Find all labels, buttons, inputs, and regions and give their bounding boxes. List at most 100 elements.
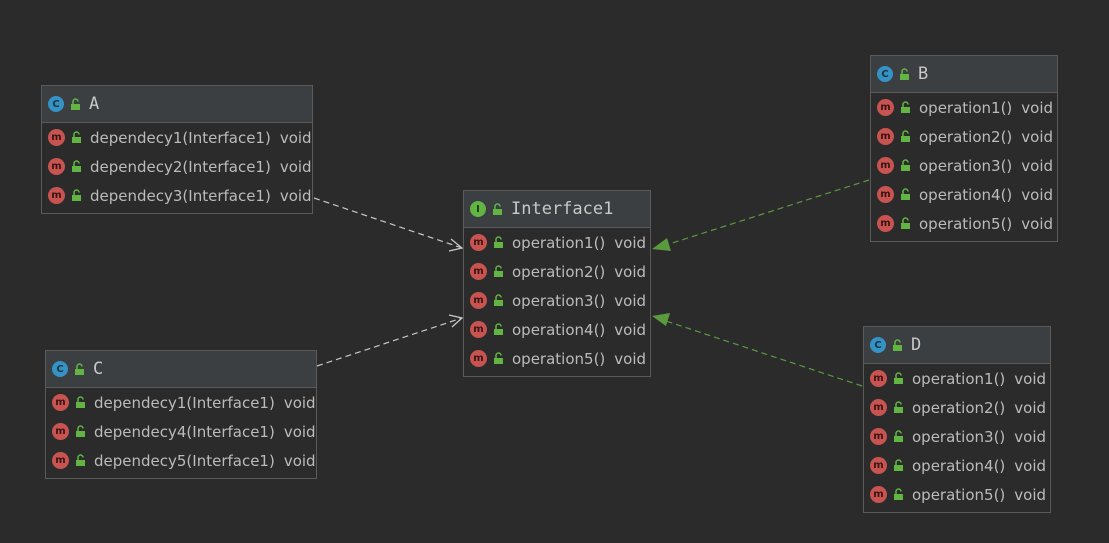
member-row[interactable]: m operation2() void [871,122,1057,151]
member-row[interactable]: m operation1() void [871,93,1057,122]
method-icon: m [470,234,487,251]
method-signature: operation5() [912,485,1006,504]
public-lock-icon [901,101,910,113]
method-icon: m [470,263,487,280]
member-row[interactable]: m operation3() void [464,286,650,315]
method-return-type: void [614,233,647,252]
class-d[interactable]: C D m operation1() void m operation2() v… [863,326,1051,513]
method-icon: m [877,215,894,232]
method-return-type: void [283,451,316,470]
method-return-type: void [1014,398,1047,417]
interface1-header[interactable]: I Interface1 [464,191,650,228]
member-row[interactable]: m operation4() void [464,315,650,344]
class-a[interactable]: C A m dependecy1(Interface1) void m depe… [41,85,313,214]
method-icon: m [870,486,887,503]
method-icon: m [48,158,65,175]
method-return-type: void [1021,98,1054,117]
method-return-type: void [1014,369,1047,388]
method-icon: m [470,292,487,309]
method-icon: m [470,321,487,338]
member-row[interactable]: m dependecy1(Interface1) void [42,123,312,152]
public-lock-icon [494,323,503,335]
member-row[interactable]: m operation3() void [871,151,1057,180]
method-return-type: void [1014,485,1047,504]
member-row[interactable]: m operation5() void [864,480,1050,509]
method-signature: dependecy1(Interface1) [90,128,271,147]
method-signature: operation1() [919,98,1013,117]
class-name: A [89,94,100,114]
public-lock-icon [76,396,85,408]
method-return-type: void [1021,127,1054,146]
method-icon: m [48,129,65,146]
public-lock-icon [493,202,502,215]
method-signature: operation4() [912,456,1006,475]
member-row[interactable]: m dependecy3(Interface1) void [42,181,312,210]
method-return-type: void [614,349,647,368]
method-signature: dependecy1(Interface1) [94,393,275,412]
public-lock-icon [901,159,910,171]
public-lock-icon [71,97,80,110]
class-icon: C [48,96,64,112]
member-row[interactable]: m operation4() void [864,451,1050,480]
method-signature: operation3() [919,156,1013,175]
method-icon: m [870,457,887,474]
public-lock-icon [494,352,503,364]
method-signature: dependecy5(Interface1) [94,451,275,470]
class-icon: C [877,66,893,82]
member-row[interactable]: m operation4() void [871,180,1057,209]
method-icon: m [52,452,69,469]
member-row[interactable]: m operation2() void [864,393,1050,422]
method-return-type: void [1021,156,1054,175]
method-signature: operation2() [919,127,1013,146]
class-a-header[interactable]: C A [42,86,312,123]
method-icon: m [877,99,894,116]
method-signature: operation1() [912,369,1006,388]
method-icon: m [52,394,69,411]
method-icon: m [470,350,487,367]
method-signature: operation2() [912,398,1006,417]
member-row[interactable]: m dependecy5(Interface1) void [46,446,316,475]
method-return-type: void [279,128,312,147]
public-lock-icon [72,189,81,201]
class-name: B [918,64,929,84]
method-signature: operation3() [512,291,606,310]
method-return-type: void [614,262,647,281]
class-c-header[interactable]: C C [46,351,316,388]
public-lock-icon [894,488,903,500]
method-return-type: void [283,393,316,412]
public-lock-icon [494,294,503,306]
member-row[interactable]: m operation1() void [464,228,650,257]
interface-interface1[interactable]: I Interface1 m operation1() void m opera… [463,190,651,377]
public-lock-icon [72,160,81,172]
method-return-type: void [614,320,647,339]
method-signature: operation3() [912,427,1006,446]
class-name: D [911,335,922,355]
method-return-type: void [283,422,316,441]
edge-b-to-interface1 [652,179,870,251]
public-lock-icon [494,236,503,248]
class-d-header[interactable]: C D [864,327,1050,364]
class-b[interactable]: C B m operation1() void m operation2() v… [870,55,1058,242]
edge-a-to-interface1 [313,197,464,252]
member-row[interactable]: m operation3() void [864,422,1050,451]
member-row[interactable]: m dependecy2(Interface1) void [42,152,312,181]
member-row[interactable]: m operation5() void [871,209,1057,238]
method-signature: operation5() [919,214,1013,233]
member-row[interactable]: m dependecy4(Interface1) void [46,417,316,446]
interface-name: Interface1 [511,199,614,219]
method-icon: m [877,157,894,174]
method-return-type: void [1021,185,1054,204]
public-lock-icon [894,430,903,442]
class-b-header[interactable]: C B [871,56,1057,93]
member-row[interactable]: m operation2() void [464,257,650,286]
member-row[interactable]: m operation5() void [464,344,650,373]
public-lock-icon [894,372,903,384]
method-icon: m [48,187,65,204]
member-row[interactable]: m operation1() void [864,364,1050,393]
public-lock-icon [75,362,84,375]
method-signature: operation2() [512,262,606,281]
public-lock-icon [494,265,503,277]
class-c[interactable]: C C m dependecy1(Interface1) void m depe… [45,350,317,479]
method-signature: operation4() [919,185,1013,204]
member-row[interactable]: m dependecy1(Interface1) void [46,388,316,417]
